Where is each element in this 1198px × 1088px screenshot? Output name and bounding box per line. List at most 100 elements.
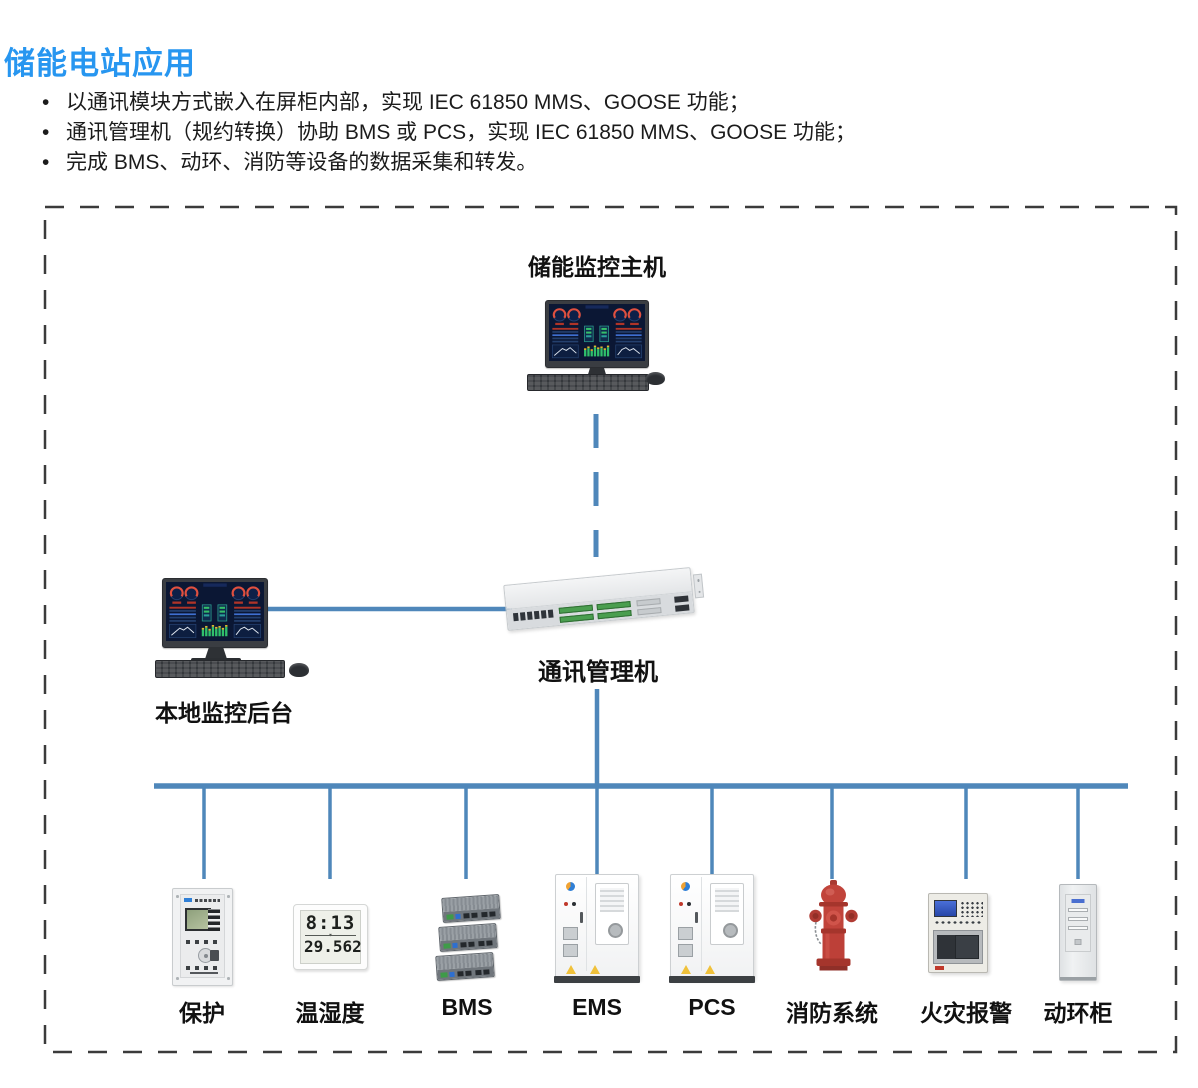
relay-face <box>180 894 225 978</box>
device-label: 温湿度 <box>295 1000 365 1026</box>
gateway-rack-device <box>503 566 705 644</box>
brand-chip-icon <box>184 898 192 902</box>
device-env-monitoring-cabinet <box>1059 884 1097 981</box>
warning-triangle-icon <box>681 965 691 974</box>
ethernet-port-icon <box>547 609 554 618</box>
backend-monitor <box>162 578 268 648</box>
ethernet-port-icon <box>519 612 526 621</box>
env-module-slot <box>1068 917 1088 921</box>
door-handle <box>580 912 583 923</box>
bullet-item: 通讯管理机（规约转换）协助 BMS 或 PCS，实现 IEC 61850 MMS… <box>38 118 856 148</box>
host-mouse <box>646 372 665 385</box>
bms-box <box>441 894 501 923</box>
terminal-block-icon <box>597 609 632 619</box>
ethernet-port-icon <box>533 610 540 620</box>
power-module-icon <box>674 603 690 612</box>
alarm-brand-mark <box>935 966 944 970</box>
warning-triangle-icon <box>705 965 715 974</box>
backend-monitor-stand <box>205 647 227 659</box>
bullet-item: 完成 BMS、动环、消防等设备的数据采集和转发。 <box>38 148 856 178</box>
alarm-lower-panel <box>933 930 983 964</box>
fan-icon <box>607 923 623 938</box>
device-pcs-cabinet <box>669 874 755 983</box>
power-module-icon <box>674 594 689 603</box>
backend-keyboard <box>155 660 285 678</box>
gateway-rack-body <box>503 567 695 631</box>
backend-label: 本地监控后台 <box>155 700 293 726</box>
terminal-block-icon <box>596 600 631 610</box>
cabinet-window <box>563 927 578 940</box>
clock-divider <box>305 935 356 936</box>
alarm-lcd-screen <box>934 900 957 917</box>
device-label: EMS <box>572 994 622 1020</box>
clock-lcd: 8:13 29.5 62 <box>300 910 362 964</box>
host-scada-screen <box>549 304 645 361</box>
relay-name-strip <box>184 898 221 904</box>
cabinet-logo-icon <box>566 882 575 891</box>
host-keyboard <box>527 374 649 391</box>
cabinet-base <box>669 976 755 983</box>
relay-button-row <box>186 966 220 970</box>
device-fire-alarm-panel <box>928 893 988 973</box>
indicator-led-icon <box>687 902 691 906</box>
device-label: BMS <box>441 994 493 1020</box>
cabinet-logo-icon <box>681 882 690 891</box>
terminal-block-icon <box>559 613 594 623</box>
backend-mouse <box>289 663 309 677</box>
relay-footer-text-placeholder <box>190 971 218 974</box>
bms-box <box>435 952 495 981</box>
backend-scada-screen <box>166 582 264 641</box>
host-label: 储能监控主机 <box>528 254 666 280</box>
door-handle <box>695 912 698 923</box>
alarm-keypad <box>959 900 983 917</box>
device-label: 动环柜 <box>1043 1000 1113 1026</box>
model-text-placeholder <box>195 899 220 902</box>
device-fire-hydrant <box>809 880 858 971</box>
relay-button-row <box>186 940 220 944</box>
bullet-list: 以通讯模块方式嵌入在屏柜内部，实现 IEC 61850 MMS、GOOSE 功能… <box>38 88 856 178</box>
device-temp-humidity-clock: 8:13 29.5 62 <box>293 904 368 970</box>
io-module-icon <box>636 597 661 606</box>
device-label: PCS <box>688 994 736 1020</box>
ethernet-port-icon <box>540 610 547 619</box>
env-module-slot <box>1068 926 1088 930</box>
cabinet-window <box>678 927 693 940</box>
ethernet-port-icon <box>512 612 519 622</box>
env-cabinet-base <box>1060 977 1096 980</box>
host-monitor <box>545 300 649 368</box>
device-ems-cabinet <box>554 874 640 983</box>
terminal-block-icon <box>558 604 594 614</box>
relay-key-column <box>208 909 220 931</box>
device-label: 保护 <box>179 1000 225 1026</box>
warning-triangle-icon <box>590 965 600 974</box>
page-title: 储能电站应用 <box>4 46 196 81</box>
device-bms-stack <box>435 894 502 982</box>
warning-triangle-icon <box>566 965 576 974</box>
rack-mounting-ear <box>692 573 705 599</box>
bullet-item: 以通讯模块方式嵌入在屏柜内部，实现 IEC 61850 MMS、GOOSE 功能… <box>38 88 856 118</box>
cabinet-ac-unit <box>709 883 744 945</box>
alarm-button-row <box>934 920 982 925</box>
device-protection-relay <box>172 888 233 986</box>
clock-time: 8:13 <box>305 912 356 934</box>
env-label-chip <box>1071 899 1085 903</box>
bms-box <box>438 923 498 952</box>
io-module-icon <box>637 606 662 615</box>
cabinet-ac-unit <box>594 883 629 945</box>
ethernet-port-icon <box>526 611 533 620</box>
indicator-led-icon <box>679 902 683 906</box>
cabinet-window <box>678 944 693 957</box>
clock-temperature: 29.5 <box>304 937 343 956</box>
relay-square-button <box>210 950 219 961</box>
cabinet-window <box>563 944 578 957</box>
indicator-led-icon <box>564 902 568 906</box>
cabinet-base <box>554 976 640 983</box>
env-small-module <box>1074 939 1082 945</box>
gateway-label: 通讯管理机 <box>538 659 658 686</box>
device-label: 火灾报警 <box>920 1000 1012 1026</box>
env-module-slot <box>1068 908 1088 912</box>
fan-icon <box>722 923 738 938</box>
device-label: 消防系统 <box>786 1000 878 1026</box>
env-cabinet-panel <box>1065 894 1091 952</box>
